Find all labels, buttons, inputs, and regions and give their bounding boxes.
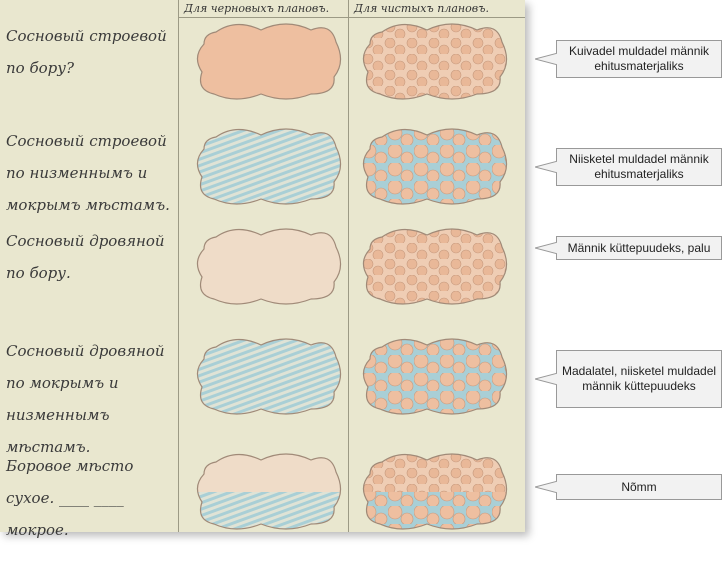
callout-text: Nõmm <box>621 479 657 494</box>
header-draft-plans: Для черновыхъ плановъ. <box>184 2 330 15</box>
callout-pointer-icon <box>535 52 557 66</box>
callout-2: Niisketel muldadel männik ehitusmaterjal… <box>535 148 722 186</box>
row-label: Сосновый строевой по низменнымъ и мокрым… <box>6 132 170 214</box>
clean-plan-swatch <box>362 127 512 214</box>
callout-5: Nõmm <box>535 474 722 500</box>
row-label: Сосновый дровяной по бору. <box>6 232 165 282</box>
callout-text: Niisketel muldadel männik ehitusmaterjal… <box>569 152 709 181</box>
legend-sheet: Для черновыхъ плановъ. Для чистыхъ плано… <box>0 0 525 539</box>
clean-plan-swatch <box>362 337 512 424</box>
draft-plan-swatch <box>196 227 346 314</box>
callout-text: Männik küttepuudeks, palu <box>567 240 711 255</box>
draft-plan-swatch <box>196 337 346 424</box>
row-label: Сосновый строевой по бору? <box>6 27 167 77</box>
callout-1: Kuivadel muldadel männik ehitusmaterjali… <box>535 40 722 78</box>
row-label: Боровое мѣсто сухое. ____ ____ мокрое. <box>6 457 134 539</box>
callout-3: Männik küttepuudeks, palu <box>535 236 722 260</box>
callout-text: Kuivadel muldadel männik ehitusmaterjali… <box>568 44 710 73</box>
draft-plan-swatch <box>196 452 346 539</box>
callout-text: Madalatel, niisketel muldadel männik küt… <box>561 364 717 393</box>
clean-plan-swatch <box>362 452 512 539</box>
column-divider <box>178 0 179 532</box>
draft-plan-swatch <box>196 127 346 214</box>
clean-plan-swatch <box>362 22 512 109</box>
callout-pointer-icon <box>535 160 557 174</box>
header-rule <box>178 17 525 18</box>
column-divider <box>348 0 349 532</box>
draft-plan-swatch <box>196 22 346 109</box>
clean-plan-swatch <box>362 227 512 314</box>
callout-4: Madalatel, niisketel muldadel männik küt… <box>535 350 722 408</box>
header-clean-plans: Для чистыхъ плановъ. <box>354 2 489 15</box>
callout-pointer-icon <box>535 241 557 255</box>
callout-pointer-icon <box>535 372 557 386</box>
callout-pointer-icon <box>535 480 557 494</box>
row-label: Сосновый дровяной по мокрымъ и низменным… <box>6 342 165 456</box>
